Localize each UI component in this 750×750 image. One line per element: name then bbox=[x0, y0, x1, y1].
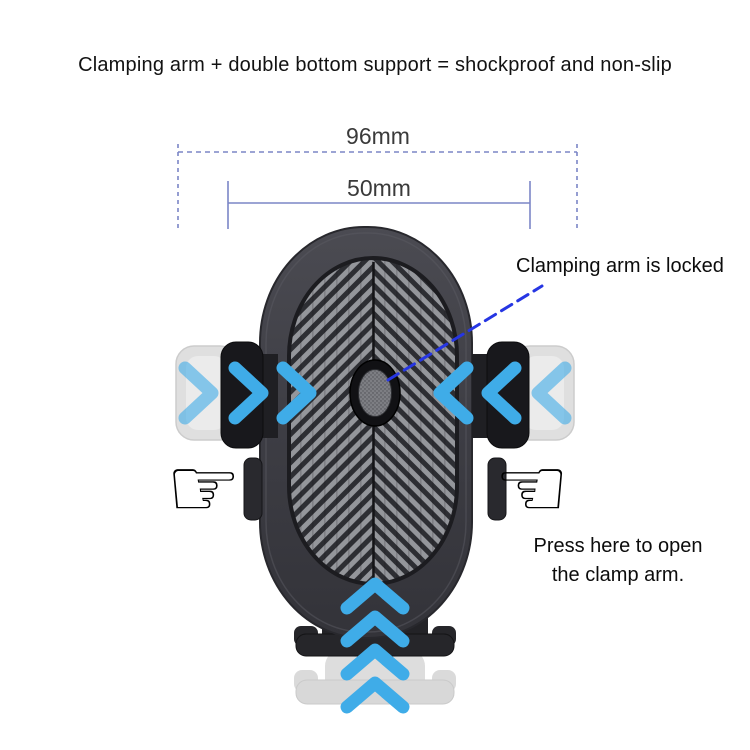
locked-callout-label: Clamping arm is locked bbox=[516, 255, 724, 277]
dimension-50mm-line bbox=[227, 181, 531, 229]
dimension-96mm-line bbox=[177, 144, 578, 230]
chevrons-right-inward bbox=[433, 361, 572, 425]
side-press-button-right bbox=[487, 457, 507, 521]
chevrons-left-inward bbox=[178, 361, 317, 425]
clamp-pad-left bbox=[220, 341, 278, 449]
clamp-pad-right bbox=[472, 341, 530, 449]
press-callout-line1: Press here to open bbox=[533, 535, 703, 557]
dimension-96mm-label: 96mm bbox=[346, 123, 410, 149]
release-button bbox=[349, 359, 401, 427]
callout-dashed-line bbox=[386, 284, 544, 382]
press-callout-line2: the clamp arm. bbox=[551, 564, 685, 586]
ghost-bottom-support bbox=[294, 650, 456, 705]
pointing-hand-left-icon: ☜ bbox=[494, 439, 570, 537]
press-callout-label: Press here to open the clamp arm. bbox=[512, 532, 724, 590]
pointing-hand-right-icon: ☞ bbox=[166, 439, 242, 537]
chevrons-bottom-upward bbox=[340, 577, 410, 714]
headline: Clamping arm + double bottom support = s… bbox=[78, 54, 672, 76]
dimension-50mm-label: 50mm bbox=[347, 175, 411, 201]
side-press-button-left bbox=[243, 457, 263, 521]
